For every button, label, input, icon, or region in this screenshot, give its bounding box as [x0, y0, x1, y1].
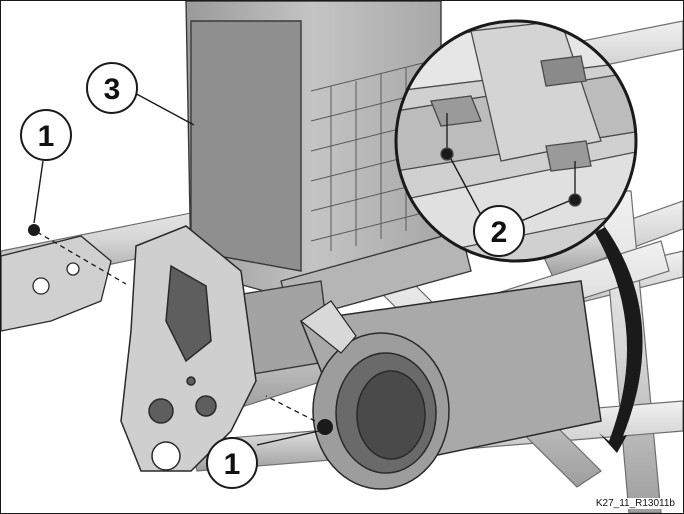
- detail-magnifier: [394, 19, 643, 453]
- leader-callout-1-left: [33, 160, 44, 224]
- installation-lines: [36, 231, 324, 426]
- svg-text:3: 3: [104, 73, 121, 106]
- screw-bottom: [317, 419, 333, 435]
- intake-duct: [299, 280, 602, 490]
- svg-text:1: 1: [38, 120, 55, 153]
- svg-text:1: 1: [224, 448, 241, 481]
- callout-2: 2: [473, 205, 525, 257]
- callout-1-bottom: 1: [206, 437, 258, 489]
- figure-reference-code: K27_11_R13011b: [593, 498, 677, 509]
- screws-1: [28, 224, 333, 435]
- leader-callout-3: [130, 90, 195, 126]
- svg-text:2: 2: [491, 216, 508, 249]
- callout-3: 3: [86, 62, 138, 114]
- magnifier-pointer-wedge: [595, 227, 643, 441]
- callout-1-left: 1: [20, 109, 72, 161]
- screw-2-left: [440, 147, 454, 161]
- leader-lines: [33, 90, 570, 446]
- screw-left: [28, 224, 40, 236]
- leader-callout-2-b: [520, 200, 570, 222]
- frame-tab: [299, 300, 357, 354]
- screw-2-right: [568, 193, 582, 207]
- leader-callout-1-bottom: [256, 430, 320, 446]
- airbox-housing: [185, 1, 472, 382]
- leader-callout-2-a: [450, 158, 482, 216]
